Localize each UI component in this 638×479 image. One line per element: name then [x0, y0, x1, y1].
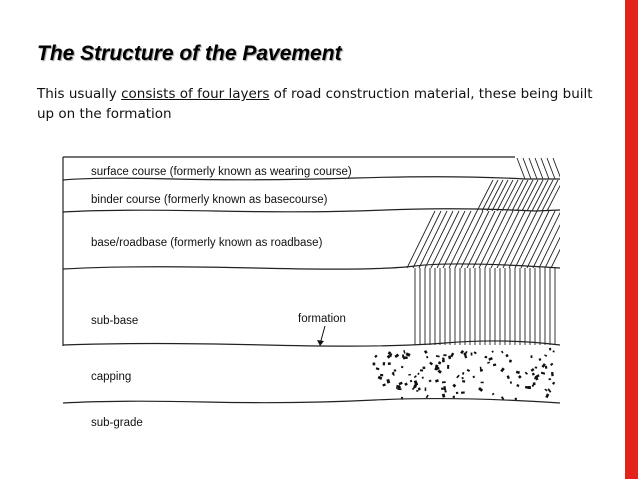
layer-label-subgrade: sub-grade	[91, 417, 143, 429]
layer-label-binder: binder course (formerly known as basecou…	[91, 194, 328, 206]
formation-label: formation	[298, 313, 346, 325]
layer-boundaries	[62, 156, 560, 404]
accent-bar	[625, 0, 638, 479]
layer-label-capping: capping	[91, 371, 131, 383]
intro-highlight: consists of four layers	[121, 86, 270, 102]
capping-stipple	[372, 347, 556, 401]
formation-marker	[317, 325, 326, 346]
slide-title: The Structure of the Pavement	[37, 42, 342, 65]
layer-label-base: base/roadbase (formerly known as roadbas…	[91, 237, 323, 249]
intro-prefix: This usually	[37, 86, 122, 102]
pavement-diagram: surface course (formerly known as wearin…	[62, 156, 560, 429]
layer-label-subbase: sub-base	[91, 315, 138, 327]
intro-text: This usually consists of four layers of …	[37, 84, 597, 124]
intro-suffix: of road construction material, these bei…	[37, 86, 593, 122]
layer-label-surface: surface course (formerly known as wearin…	[91, 166, 352, 178]
layer-hatching	[406, 157, 560, 345]
